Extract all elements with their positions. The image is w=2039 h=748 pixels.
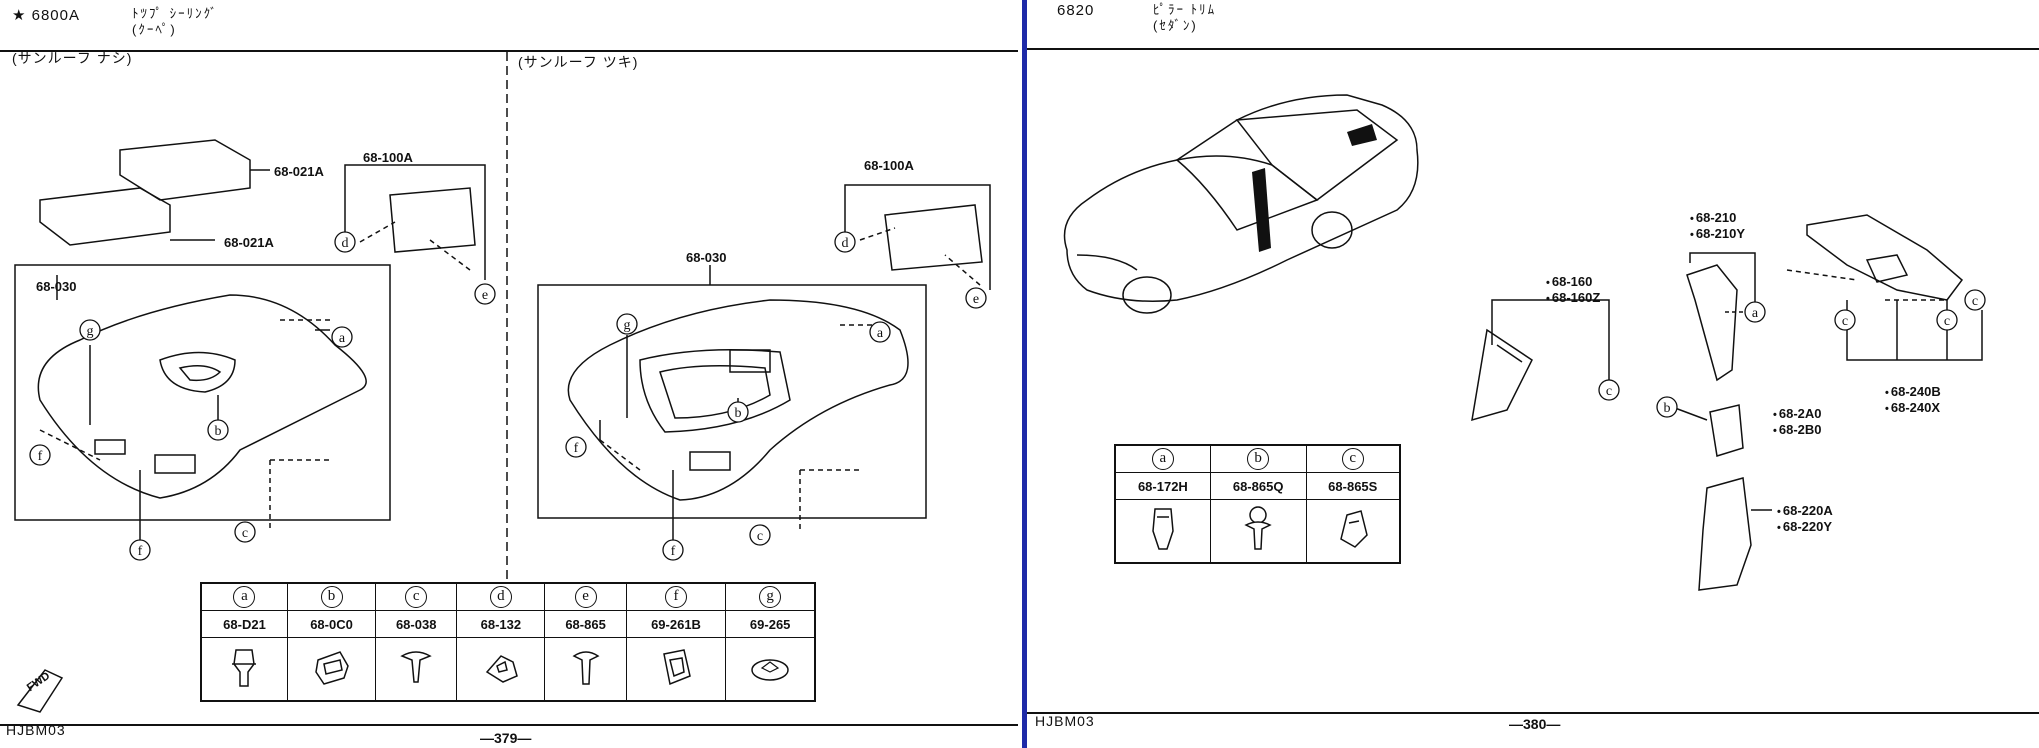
legend-cell: a [200, 582, 288, 611]
svg-text:f: f [138, 544, 143, 559]
part-label: 68-210Y [1690, 226, 1745, 241]
catalog-code: HJBM03 [6, 722, 66, 738]
legend-letter: c [1341, 448, 1364, 470]
svg-text:f: f [574, 441, 579, 456]
svg-text:a: a [877, 326, 884, 341]
pillar-trim-diagram: c a b c c c [1063, 94, 1986, 591]
svg-text:b: b [735, 406, 742, 421]
part-label: 68-240B [1885, 384, 1941, 399]
page-number: —380— [1509, 716, 1561, 732]
push-clip-icon [375, 637, 458, 702]
legend-cell: a [1114, 444, 1211, 473]
legend-part-number: 68-865S [1305, 472, 1401, 500]
legend-part-number: 68-865Q [1209, 472, 1307, 500]
legend-letter: b [320, 586, 343, 608]
legend-part-number: 68-D21 [200, 610, 288, 638]
section-title: ﾄﾂﾌﾟ ｼｰﾘﾝｸﾞ (ｸｰﾍﾟ) [132, 6, 219, 37]
legend-letter: b [1247, 448, 1270, 470]
legend-part-number: 68-038 [375, 610, 458, 638]
part-label: 68-030 [36, 279, 77, 294]
legend-cell: e [544, 582, 627, 611]
retainer-icon [286, 637, 377, 702]
page-number: —379— [480, 730, 532, 746]
part-label: 68-2A0 [1773, 406, 1822, 421]
svg-text:b: b [215, 424, 222, 439]
legend-letter: c [405, 586, 428, 608]
svg-text:d: d [842, 236, 849, 251]
footer-rule [1027, 712, 2039, 714]
legend-part-number: 68-0C0 [286, 610, 377, 638]
clip-icon [200, 637, 288, 702]
legend-cell: b [1209, 444, 1307, 473]
legend-cell: b [286, 582, 377, 611]
legend-letter: e [574, 586, 597, 608]
legend-part-number: 69-261B [625, 610, 727, 638]
header-rule [1027, 48, 2039, 50]
part-label: 68-210 [1690, 210, 1736, 225]
trim-clip-icon [1305, 499, 1401, 564]
svg-text:c: c [242, 526, 248, 541]
part-label: 68-220Y [1777, 519, 1832, 534]
fastener-legend-table: a b c 68-172H 68-865Q 68-865S [1114, 444, 1401, 564]
legend-letter: f [665, 586, 688, 608]
washer-icon [725, 637, 816, 702]
catalog-page-left: ★ 6800A ﾄﾂﾌﾟ ｼｰﾘﾝｸﾞ (ｸｰﾍﾟ) (サンルーフ ナシ) (サ… [0, 6, 1018, 746]
headliner-diagram: d e g a b f c f d e g a b f c f [14, 52, 991, 713]
clip-icon [1114, 499, 1211, 564]
part-label: 68-2B0 [1773, 422, 1822, 437]
legend-cell: g [725, 582, 816, 611]
legend-letter: d [489, 586, 512, 608]
catalog-page-right: 6820 ﾋﾟﾗｰ ﾄﾘﾑ (ｾﾀﾞﾝ) [1027, 0, 2039, 748]
svg-text:c: c [757, 529, 763, 544]
part-label: 68-100A [864, 158, 914, 173]
part-label: 68-030 [686, 250, 727, 265]
section-code: ★ 6800A [12, 7, 80, 24]
svg-text:g: g [87, 324, 94, 339]
legend-letter: a [1151, 448, 1174, 470]
svg-text:c: c [1944, 314, 1950, 329]
legend-cell: c [375, 582, 458, 611]
legend-part-number: 69-265 [725, 610, 816, 638]
part-label: 68-220A [1777, 503, 1833, 518]
svg-text:d: d [342, 236, 349, 251]
legend-letter: g [759, 586, 782, 608]
legend-part-number: 68-172H [1114, 472, 1211, 500]
svg-text:c: c [1972, 294, 1978, 309]
footer-rule [0, 724, 1018, 726]
svg-text:c: c [1606, 384, 1612, 399]
variant-label-no-sunroof: (サンルーフ ナシ) [12, 50, 133, 66]
svg-text:f: f [671, 544, 676, 559]
part-label: 68-021A [224, 235, 274, 250]
svg-text:a: a [1752, 306, 1759, 321]
part-label: 68-021A [274, 164, 324, 179]
svg-text:e: e [482, 288, 488, 303]
svg-text:f: f [38, 449, 43, 464]
svg-text:b: b [1664, 401, 1671, 416]
legend-cell: d [456, 582, 546, 611]
part-label: 68-240X [1885, 400, 1940, 415]
legend-cell: f [625, 582, 727, 611]
header-rule [0, 50, 1018, 52]
svg-text:a: a [339, 331, 346, 346]
svg-text:e: e [973, 292, 979, 307]
svg-text:g: g [624, 318, 631, 333]
screw-clip-icon [544, 637, 627, 702]
page-divider [1022, 0, 1027, 748]
legend-part-number: 68-865 [544, 610, 627, 638]
legend-letter: a [233, 586, 256, 608]
part-label: 68-160Z [1546, 290, 1600, 305]
part-label: 68-100A [363, 150, 413, 165]
nut-clip-icon [456, 637, 546, 702]
catalog-code: HJBM03 [1035, 713, 1095, 729]
legend-cell: c [1305, 444, 1401, 473]
part-label: 68-160 [1546, 274, 1592, 289]
legend-part-number: 68-132 [456, 610, 546, 638]
variant-label-sunroof: (サンルーフ ツキ) [518, 54, 639, 70]
fastener-legend-table: a b c d e f g 68-D21 68-0C0 68-038 68-13… [200, 582, 816, 702]
svg-text:c: c [1842, 314, 1848, 329]
section-code: 6820 [1057, 2, 1095, 19]
grommet-icon [625, 637, 727, 702]
screw-clip-icon [1209, 499, 1307, 564]
section-title: ﾋﾟﾗｰ ﾄﾘﾑ (ｾﾀﾞﾝ) [1153, 2, 1217, 33]
